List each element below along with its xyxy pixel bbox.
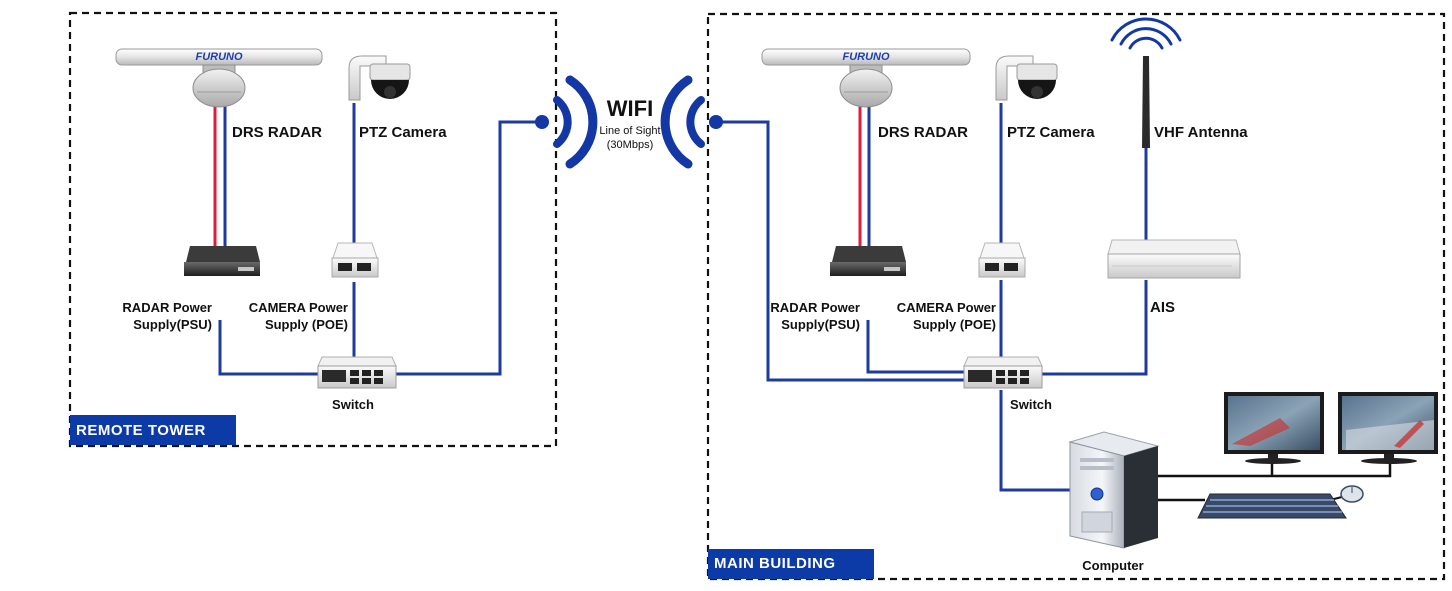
main-poe-label-1: CAMERA Power	[897, 300, 996, 315]
main-poe-label-2: Supply (POE)	[913, 317, 996, 332]
wifi-line2: (30Mbps)	[607, 139, 653, 151]
svg-text:FURUNO: FURUNO	[195, 51, 242, 63]
wifi-icon	[535, 75, 723, 169]
svg-text:FURUNO: FURUNO	[842, 51, 889, 63]
main-building-zone	[706, 12, 1446, 581]
monitor-icon	[1338, 392, 1438, 464]
main-camera-label: PTZ Camera	[1007, 124, 1095, 141]
remote-tower-zone	[68, 11, 558, 448]
remote-camera-label: PTZ Camera	[359, 124, 447, 141]
remote-poe-label-2: Supply (POE)	[265, 317, 348, 332]
svg-text:MAIN BUILDING: MAIN BUILDING	[714, 555, 836, 572]
main-psu-label-2: Supply(PSU)	[781, 317, 860, 332]
remote-psu-label-2: Supply(PSU)	[133, 317, 212, 332]
vhf-antenna-icon	[1110, 17, 1182, 148]
mouse-icon	[1340, 485, 1364, 503]
remote-tower-tag: REMOTE TOWER	[70, 415, 236, 445]
power-supply-icon	[830, 246, 906, 276]
remote-switch-label: Switch	[332, 397, 374, 412]
computer-label: Computer	[1082, 558, 1143, 573]
radar-antenna-icon: FURUNO	[761, 48, 971, 108]
remote-poe-label-1: CAMERA Power	[249, 300, 348, 315]
vhf-antenna-label: VHF Antenna	[1154, 124, 1248, 141]
keyboard-icon	[1197, 493, 1347, 519]
remote-cables	[213, 100, 540, 376]
svg-text:REMOTE TOWER: REMOTE TOWER	[76, 422, 206, 439]
poe-injector-icon	[978, 242, 1026, 278]
ais-receiver-icon	[1107, 239, 1241, 279]
ptz-camera-icon	[995, 55, 1058, 101]
poe-injector-icon	[331, 242, 379, 278]
main-cables	[712, 100, 1148, 492]
power-supply-icon	[184, 246, 260, 276]
ais-label: AIS	[1150, 299, 1175, 316]
main-radar-label: DRS RADAR	[878, 124, 968, 141]
remote-radar-label: DRS RADAR	[232, 124, 322, 141]
main-psu-label-1: RADAR Power	[770, 300, 860, 315]
radar-antenna-icon: FURUNO	[115, 48, 323, 108]
network-switch-icon	[963, 356, 1043, 389]
main-building-tag: MAIN BUILDING	[708, 549, 874, 579]
ptz-camera-icon	[348, 55, 411, 101]
monitor-icon	[1224, 392, 1324, 464]
computer-tower-icon	[1068, 431, 1160, 549]
main-switch-label: Switch	[1010, 397, 1052, 412]
wifi-line1: Line of Sight	[599, 125, 660, 137]
remote-psu-label-1: RADAR Power	[122, 300, 212, 315]
wifi-title: WIFI	[607, 96, 653, 121]
network-switch-icon	[317, 356, 397, 389]
